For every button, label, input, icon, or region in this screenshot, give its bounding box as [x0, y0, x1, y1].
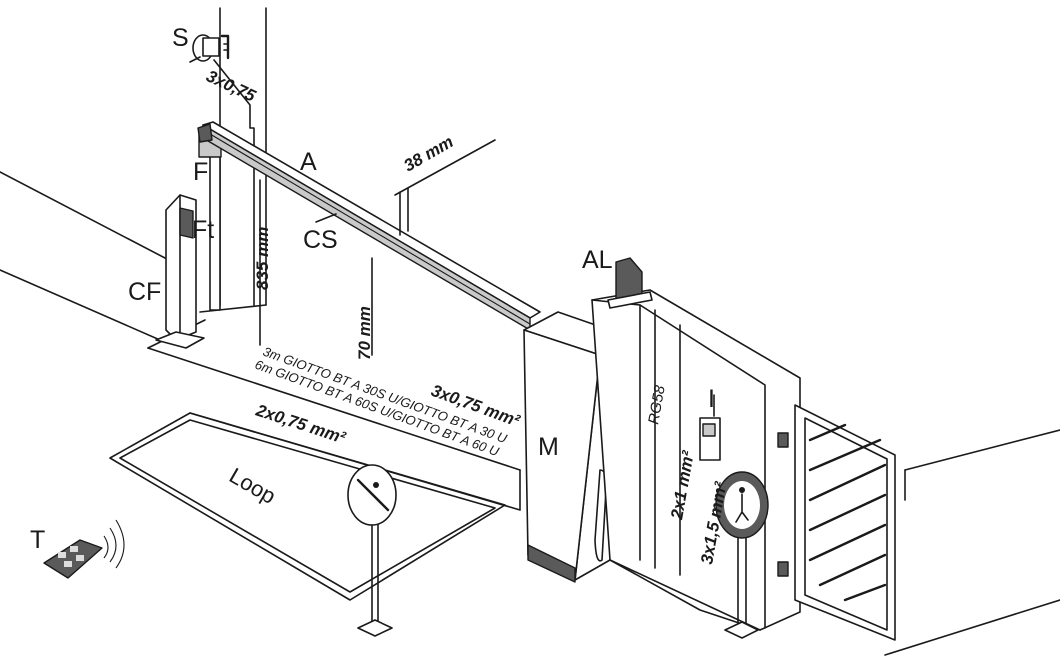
cable-loop: 2x0,75 mm²: [253, 400, 349, 447]
label-cs: CS: [303, 226, 338, 254]
label-m: M: [538, 433, 559, 461]
pedestal-block: [591, 289, 801, 631]
pedestrian-gate: [777, 404, 896, 641]
label-a: A: [300, 148, 317, 176]
photocell-column-cf: [155, 194, 205, 349]
label-loop: Loop: [225, 463, 280, 509]
label-al: AL: [582, 246, 613, 274]
dim-boom-height: 835 mm: [253, 227, 272, 290]
loop-area: [109, 412, 521, 601]
cable-antenna: RG58: [645, 384, 669, 426]
dim-boom-width: 38 mm: [401, 132, 457, 175]
power-switch-icon: [699, 394, 721, 461]
label-i: I: [708, 385, 715, 413]
label-t: T: [30, 526, 45, 554]
cable-selector: 3x0,75: [203, 66, 259, 105]
boom-arm: [197, 121, 541, 331]
remote-control-icon: [43, 519, 125, 579]
cs-pointer: [315, 213, 337, 223]
label-ft: Ft: [192, 216, 214, 244]
pedestrian-sign-right: [715, 471, 769, 639]
label-s: S: [172, 24, 189, 52]
no-pedestrian-sign-left: [347, 464, 397, 637]
dim-boom-thickness: 70 mm: [355, 306, 374, 360]
key-selector-icon: [189, 34, 230, 63]
boom-width-line: [394, 139, 496, 196]
selector-cable: [213, 59, 255, 306]
label-f: F: [193, 158, 208, 186]
flashing-light-icon: [607, 257, 653, 309]
label-cf: CF: [128, 278, 161, 306]
ground-lines: [0, 171, 1060, 656]
